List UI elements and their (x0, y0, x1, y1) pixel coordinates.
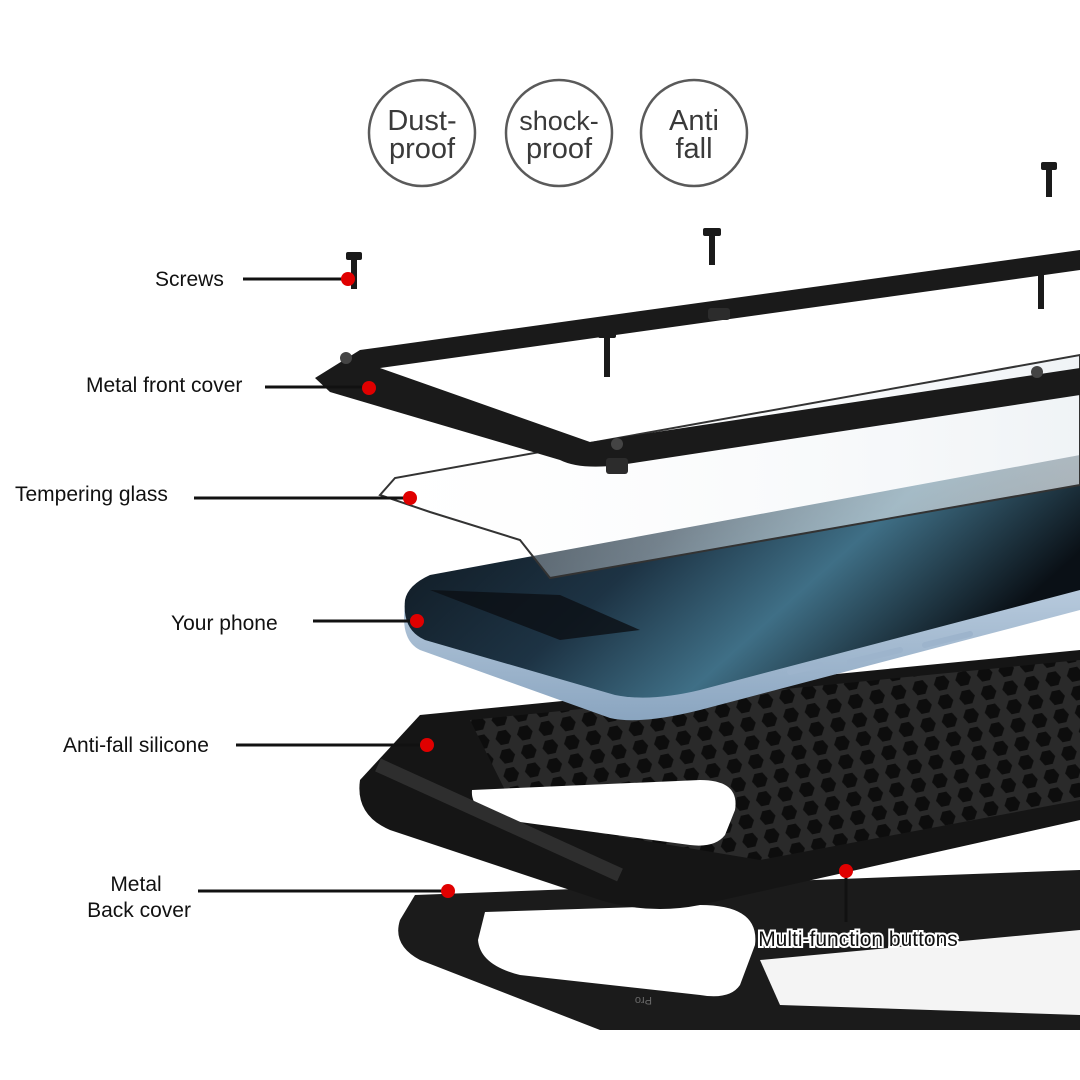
callout-markers (341, 272, 853, 898)
marker-tempering-glass (403, 491, 417, 505)
marker-metal-back-cover (441, 884, 455, 898)
badge-anti-fall: Anti fall (639, 78, 749, 188)
label-metal-back-cover-line1: Metal (110, 873, 161, 896)
label-metal-front-cover: Metal front cover (86, 374, 242, 397)
marker-multi-function-buttons (839, 864, 853, 878)
screws-illustration (346, 162, 1057, 377)
svg-text:Pro: Pro (635, 994, 652, 1006)
badge-dust-proof-line1: Dust- (387, 105, 456, 137)
badge-dust-proof-line2: proof (389, 133, 456, 165)
marker-metal-front-cover (362, 381, 376, 395)
metal-back-cover-illustration: Pro (398, 870, 1080, 1030)
marker-anti-fall-silicone (420, 738, 434, 752)
label-screws: Screws (155, 268, 224, 291)
label-your-phone: Your phone (171, 612, 278, 635)
label-anti-fall-silicone: Anti-fall silicone (63, 734, 209, 757)
label-multi-function-buttons: Multi-function buttons (758, 928, 958, 951)
metal-front-cover-illustration (315, 250, 1080, 474)
label-metal-back-cover-line2: Back cover (87, 899, 191, 922)
badge-shock-proof-line1: shock- (519, 106, 599, 136)
badge-shock-proof-line2: proof (526, 133, 593, 165)
badge-anti-fall-line2: fall (675, 133, 712, 165)
badge-dust-proof: Dust- proof (367, 78, 477, 188)
badge-shock-proof: shock- proof (504, 78, 614, 188)
marker-screws (341, 272, 355, 286)
label-tempering-glass: Tempering glass (15, 483, 168, 506)
badge-anti-fall-line1: Anti (669, 105, 719, 137)
marker-your-phone (410, 614, 424, 628)
leader-lines (194, 277, 848, 922)
